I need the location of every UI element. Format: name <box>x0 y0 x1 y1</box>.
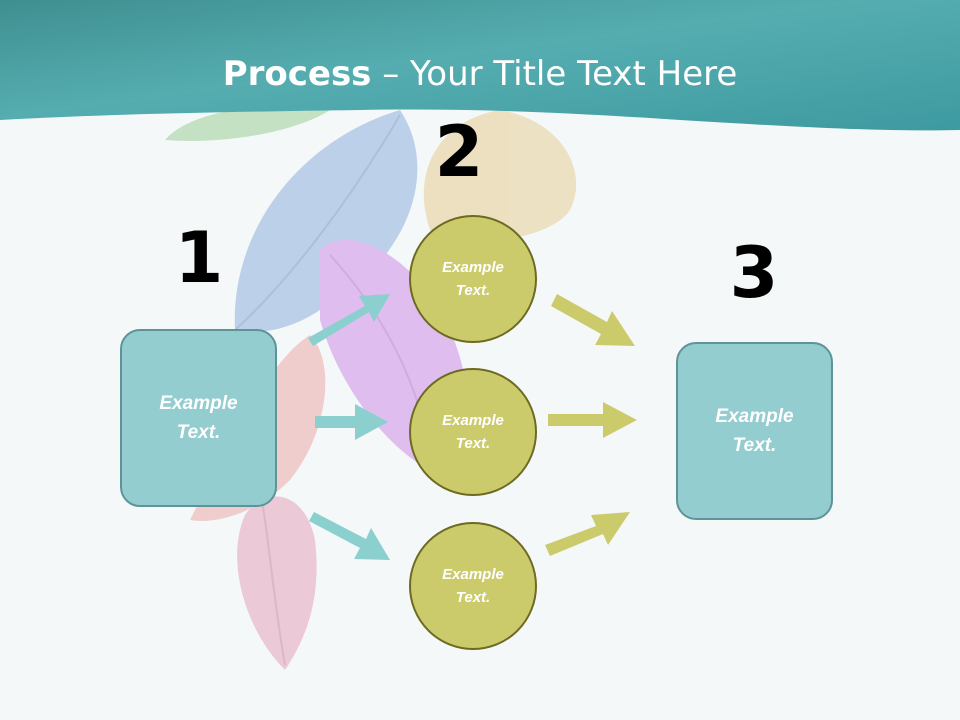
arrows-step2-to-step3 <box>545 294 637 556</box>
arrow-up-right <box>545 512 630 556</box>
step2-circle-1: Example Text. <box>409 215 537 343</box>
step2-circle-3: Example Text. <box>409 522 537 650</box>
step3-box-text: Example Text. <box>715 406 794 456</box>
arrow-right <box>548 402 637 438</box>
step1-box-text: Example Text. <box>159 393 238 443</box>
step3-box: Example Text. <box>676 342 833 520</box>
step1-box: Example Text. <box>120 329 277 507</box>
arrow-up-right <box>308 294 390 346</box>
step2-circle-2: Example Text. <box>409 368 537 496</box>
step-number-3: 3 <box>729 232 779 314</box>
title-bold: Process <box>222 54 372 94</box>
step2-circle-3-text: Example Text. <box>442 566 504 606</box>
arrows-step1-to-step2 <box>308 294 390 560</box>
slide-title: Process – Your Title Text Here <box>0 52 960 96</box>
step-number-2: 2 <box>434 111 484 193</box>
arrow-right <box>315 404 388 440</box>
step-number-1: 1 <box>174 217 224 299</box>
step2-circle-1-text: Example Text. <box>442 259 504 299</box>
step2-circle-2-text: Example Text. <box>442 412 504 452</box>
arrow-down-right <box>309 512 390 560</box>
header-band <box>0 0 960 131</box>
title-rest: – Your Title Text Here <box>371 54 738 94</box>
arrow-down-right <box>551 294 635 346</box>
